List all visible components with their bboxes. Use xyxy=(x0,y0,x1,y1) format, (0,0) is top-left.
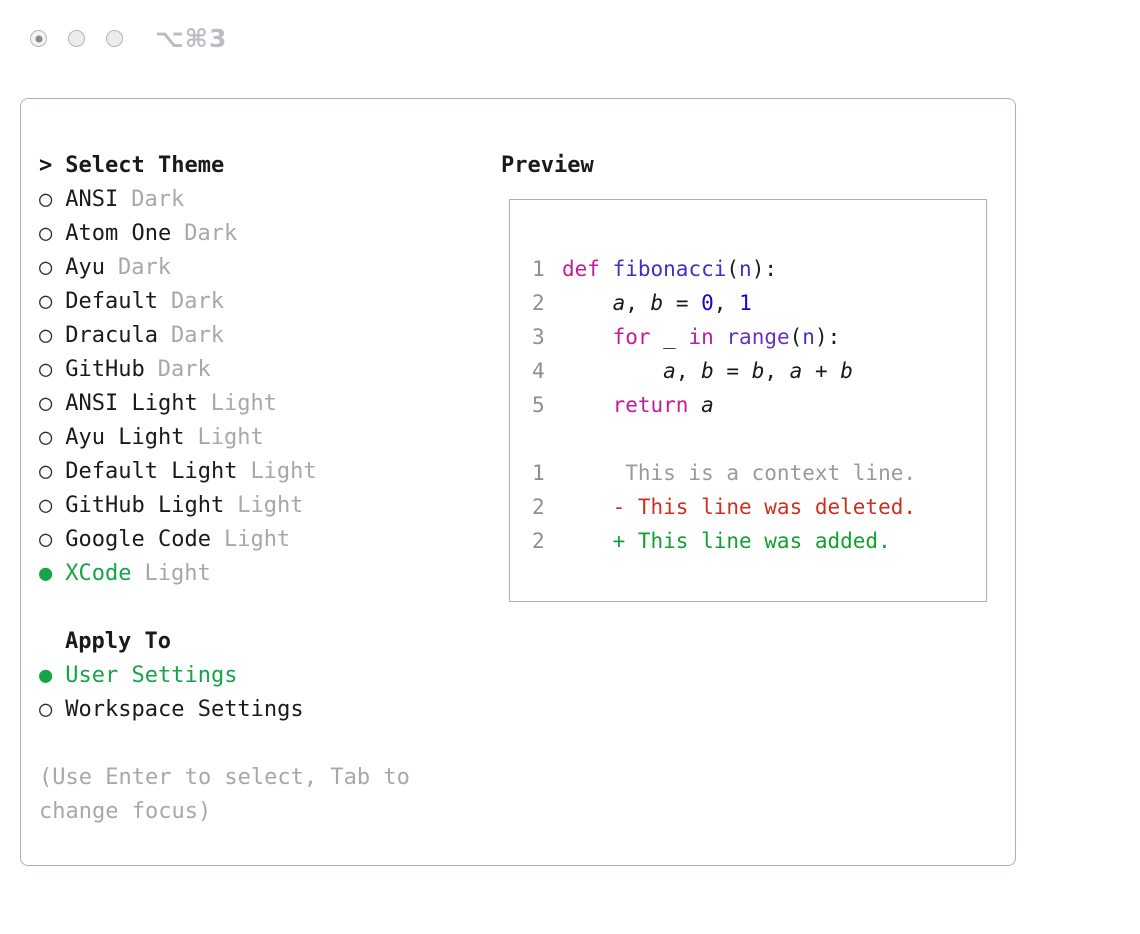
radio-unselected-icon: ○ xyxy=(39,323,53,348)
code-text: This is a context line. xyxy=(562,461,917,485)
apply-option-label: Workspace Settings xyxy=(65,697,304,722)
select-theme-header: > Select Theme xyxy=(39,149,459,183)
theme-variant-label: Light xyxy=(144,561,211,586)
line-number: 3 xyxy=(532,325,545,349)
apply-option-user-settings[interactable]: ● User Settings xyxy=(39,659,459,693)
radio-unselected-icon: ○ xyxy=(39,255,53,280)
hint-text: (Use Enter to select, Tab to change focu… xyxy=(39,765,410,824)
code-text: def fibonacci(n): xyxy=(562,257,777,281)
radio-unselected-icon: ○ xyxy=(39,697,53,722)
code-line: 2 - This line was deleted. xyxy=(510,490,986,524)
apply-to-options: ● User Settings ○ Workspace Settings xyxy=(39,659,459,727)
cursor-indicator: > xyxy=(39,153,53,178)
theme-variant-label: Dark xyxy=(118,255,171,280)
theme-name: Ayu xyxy=(65,255,105,280)
theme-name: ANSI Light xyxy=(65,391,198,416)
radio-selected-icon: ● xyxy=(39,561,53,586)
traffic-lights xyxy=(30,30,123,47)
code-line: 5 return a xyxy=(510,388,986,422)
code-line xyxy=(510,422,986,456)
code-line: 1 def fibonacci(n): xyxy=(510,252,986,286)
theme-variant-label: Light xyxy=(237,493,304,518)
theme-variant-label: Dark xyxy=(131,187,185,212)
radio-selected-icon: ● xyxy=(39,663,53,688)
theme-variant-label: Light xyxy=(223,527,291,552)
code-line: 1 This is a context line. xyxy=(510,456,986,490)
theme-variant-label: Light xyxy=(250,459,317,484)
theme-name: Atom One xyxy=(65,221,172,246)
code-line: 2 a, b = 0, 1 xyxy=(510,286,986,320)
traffic-light-minimize-icon[interactable] xyxy=(68,30,85,47)
theme-variant-label: Dark xyxy=(170,323,224,348)
code-text: - This line was deleted. xyxy=(562,495,917,519)
code-text: + This line was added. xyxy=(562,529,891,553)
line-number: 2 xyxy=(532,291,545,315)
theme-item-google-code[interactable]: ○ Google Code Light xyxy=(39,523,459,557)
preview-title: Preview xyxy=(501,153,594,178)
radio-unselected-icon: ○ xyxy=(39,357,53,382)
radio-unselected-icon: ○ xyxy=(39,459,53,484)
spacer xyxy=(39,591,459,625)
theme-item-dracula[interactable]: ○ Dracula Dark xyxy=(39,319,459,353)
theme-name: Default Light xyxy=(65,459,238,484)
theme-name: GitHub xyxy=(65,357,145,382)
traffic-light-zoom-icon[interactable] xyxy=(106,30,123,47)
theme-item-xcode[interactable]: ● XCode Light xyxy=(39,557,459,591)
radio-unselected-icon: ○ xyxy=(39,221,53,246)
line-number: 2 xyxy=(532,529,545,553)
radio-unselected-icon: ○ xyxy=(39,425,53,450)
apply-option-workspace-settings[interactable]: ○ Workspace Settings xyxy=(39,693,459,727)
theme-name: GitHub Light xyxy=(65,493,225,518)
theme-variant-label: Dark xyxy=(170,289,224,314)
line-number: 1 xyxy=(532,461,545,485)
theme-item-ayu[interactable]: ○ Ayu Dark xyxy=(39,251,459,285)
radio-unselected-icon: ○ xyxy=(39,289,53,314)
theme-item-atom-one[interactable]: ○ Atom One Dark xyxy=(39,217,459,251)
code-text: return a xyxy=(612,393,714,417)
code-text: a, b = 0, 1 xyxy=(612,291,752,315)
line-number: 5 xyxy=(532,393,545,417)
traffic-light-close-icon[interactable] xyxy=(30,30,47,47)
radio-unselected-icon: ○ xyxy=(39,187,53,212)
radio-unselected-icon: ○ xyxy=(39,493,53,518)
radio-unselected-icon: ○ xyxy=(39,527,53,552)
line-number: 4 xyxy=(532,359,545,383)
theme-name: XCode xyxy=(65,561,132,586)
code-line: 2 + This line was added. xyxy=(510,524,986,558)
theme-item-github[interactable]: ○ GitHub Dark xyxy=(39,353,459,387)
code-line: 3 for _ in range(n): xyxy=(510,320,986,354)
theme-item-github-light[interactable]: ○ GitHub Light Light xyxy=(39,489,459,523)
theme-variant-label: Light xyxy=(197,425,264,450)
spacer xyxy=(39,727,459,761)
theme-variant-label: Light xyxy=(210,391,277,416)
theme-name: Ayu Light xyxy=(65,425,185,450)
theme-item-default[interactable]: ○ Default Dark xyxy=(39,285,459,319)
code-text: for _ in range(n): xyxy=(612,325,841,349)
theme-item-ansi[interactable]: ○ ANSI Dark xyxy=(39,183,459,217)
theme-item-ayu-light[interactable]: ○ Ayu Light Light xyxy=(39,421,459,455)
theme-name: ANSI xyxy=(65,187,119,212)
theme-variant-label: Dark xyxy=(157,357,211,382)
line-number: 2 xyxy=(532,495,545,519)
keyboard-shortcut-label: ⌥⌘3 xyxy=(155,24,228,53)
code-line: 4 a, b = b, a + b xyxy=(510,354,986,388)
line-number: 1 xyxy=(532,257,545,281)
theme-name: Google Code xyxy=(65,527,211,552)
code-text: a, b = b, a + b xyxy=(663,359,853,383)
apply-to-title: Apply To xyxy=(65,629,171,654)
window-titlebar: ⌥⌘3 xyxy=(30,24,227,53)
theme-item-ansi-light[interactable]: ○ ANSI Light Light xyxy=(39,387,459,421)
radio-unselected-icon: ○ xyxy=(39,391,53,416)
theme-name: Default xyxy=(65,289,158,314)
theme-name: Dracula xyxy=(65,323,158,348)
theme-item-default-light[interactable]: ○ Default Light Light xyxy=(39,455,459,489)
apply-option-label: User Settings xyxy=(65,663,238,688)
select-theme-title: Select Theme xyxy=(65,153,225,178)
theme-variant-label: Dark xyxy=(184,221,238,246)
